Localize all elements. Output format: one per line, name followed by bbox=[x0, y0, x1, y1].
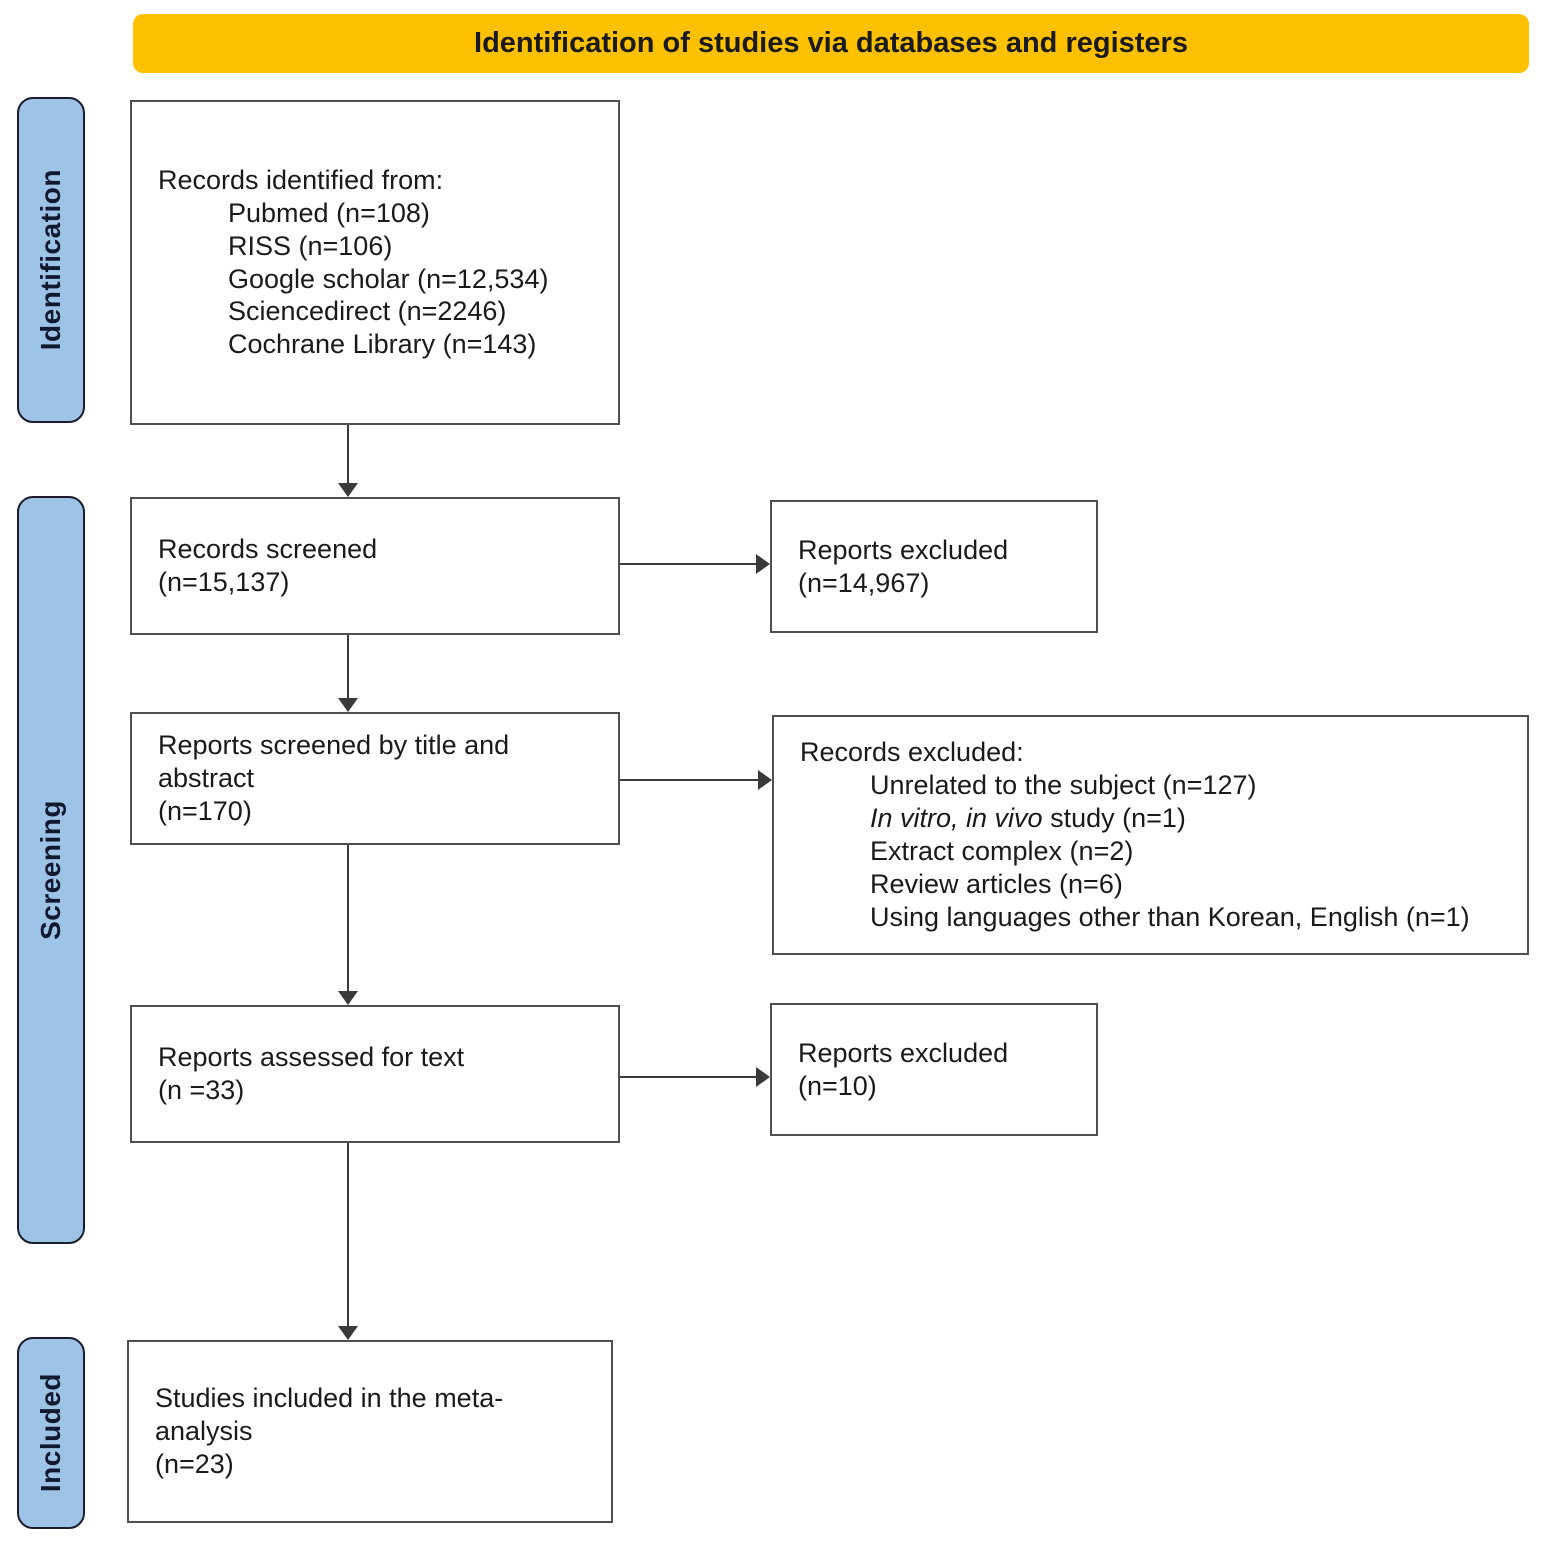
stage-label-screening: Screening bbox=[17, 496, 85, 1244]
stage-label-included: Included bbox=[17, 1337, 85, 1529]
box-count: (n =33) bbox=[158, 1075, 245, 1105]
box-reports-assessed: Reports assessed for text (n =33) bbox=[130, 1005, 620, 1143]
exclusion-item: Extract complex (n=2) bbox=[870, 836, 1134, 866]
stage-label-text: Identification bbox=[35, 169, 66, 351]
arrow-assessed-to-excluded bbox=[620, 1067, 770, 1087]
box-line: Records screened bbox=[158, 534, 378, 565]
box-records-identified: Records identified from: Pubmed (n=108) … bbox=[130, 100, 620, 425]
box-heading: Records identified from: bbox=[158, 164, 444, 195]
arrow-title-abstract-to-assessed bbox=[338, 845, 358, 1005]
arrow-screened-to-title-abstract bbox=[338, 635, 358, 712]
exclusion-item: In vitro, in vivo study (n=1) bbox=[870, 802, 1499, 835]
exclusion-item: Unrelated to the subject (n=127) bbox=[870, 770, 1257, 801]
exclusion-item-rest: study (n=1) bbox=[1042, 803, 1186, 834]
box-count: (n=14,967) bbox=[798, 567, 930, 598]
source-item: Sciencedirect (n=2246) bbox=[228, 296, 507, 327]
box-heading: Records excluded: bbox=[800, 737, 1024, 768]
box-line: Reports excluded bbox=[798, 1037, 1009, 1068]
box-count: (n=170) bbox=[158, 795, 252, 826]
box-count: (n=10) bbox=[798, 1070, 877, 1101]
arrow-identified-to-screened bbox=[338, 425, 358, 497]
stage-label-text: Included bbox=[35, 1373, 66, 1493]
box-count: (n=15,137) bbox=[158, 567, 290, 597]
box-count: (n=23) bbox=[155, 1448, 234, 1479]
arrow-screened-to-excluded bbox=[620, 554, 770, 574]
exclusion-item: Using languages other than Korean, Engli… bbox=[870, 901, 1470, 932]
source-item: Pubmed (n=108) bbox=[228, 197, 430, 228]
box-line: Reports excluded bbox=[798, 534, 1009, 565]
arrow-assessed-to-included bbox=[338, 1143, 358, 1340]
box-reports-excluded-2: Reports excluded (n=10) bbox=[770, 1003, 1098, 1136]
exclusion-item: Review articles (n=6) bbox=[870, 868, 1123, 899]
box-reports-screened-title-abstract: Reports screened by title and abstract (… bbox=[130, 712, 620, 845]
box-line: Studies included in the meta-analysis bbox=[155, 1383, 504, 1447]
box-line: Reports assessed for text bbox=[158, 1042, 465, 1073]
stage-label-text: Screening bbox=[35, 800, 66, 940]
source-item: Cochrane Library (n=143) bbox=[228, 329, 537, 360]
box-studies-included: Studies included in the meta-analysis (n… bbox=[127, 1340, 613, 1523]
source-item: RISS (n=106) bbox=[228, 230, 393, 261]
diagram-title: Identification of studies via databases … bbox=[474, 27, 1188, 59]
stage-label-identification: Identification bbox=[17, 97, 85, 423]
exclusion-item-italic: In vitro, in vivo bbox=[870, 803, 1043, 834]
box-records-screened: Records screened (n=15,137) bbox=[130, 497, 620, 635]
box-line: Reports screened by title and abstract bbox=[158, 730, 510, 794]
arrow-title-abstract-to-records-excluded bbox=[620, 770, 772, 790]
title-banner: Identification of studies via databases … bbox=[133, 14, 1529, 73]
source-item: Google scholar (n=12,534) bbox=[228, 263, 549, 294]
box-reports-excluded-1: Reports excluded (n=14,967) bbox=[770, 500, 1098, 633]
box-records-excluded: Records excluded: Unrelated to the subje… bbox=[772, 715, 1529, 955]
